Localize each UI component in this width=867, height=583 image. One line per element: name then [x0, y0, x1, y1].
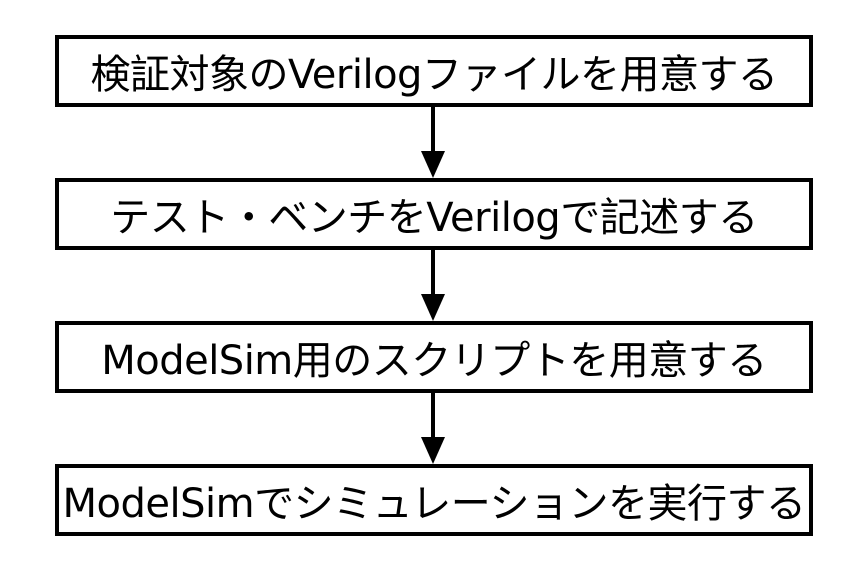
step-label: 検証対象のVerilogファイルを用意する: [90, 52, 778, 98]
down-arrow-icon: [421, 250, 445, 321]
flowchart-step-write-testbench: テスト・ベンチをVerilogで記述する: [55, 178, 813, 250]
down-arrow-icon: [421, 107, 445, 178]
flowchart-step-run-simulation: ModelSimでシミュレーションを実行する: [55, 464, 813, 536]
step-label: テスト・ベンチをVerilogで記述する: [110, 195, 758, 241]
step-label: ModelSimでシミュレーションを実行する: [62, 481, 806, 527]
flowchart-step-prepare-verilog-file: 検証対象のVerilogファイルを用意する: [55, 35, 813, 107]
down-arrow-icon: [421, 393, 445, 464]
flowchart-step-prepare-modelsim-script: ModelSim用のスクリプトを用意する: [55, 321, 813, 393]
step-label: ModelSim用のスクリプトを用意する: [101, 338, 767, 384]
